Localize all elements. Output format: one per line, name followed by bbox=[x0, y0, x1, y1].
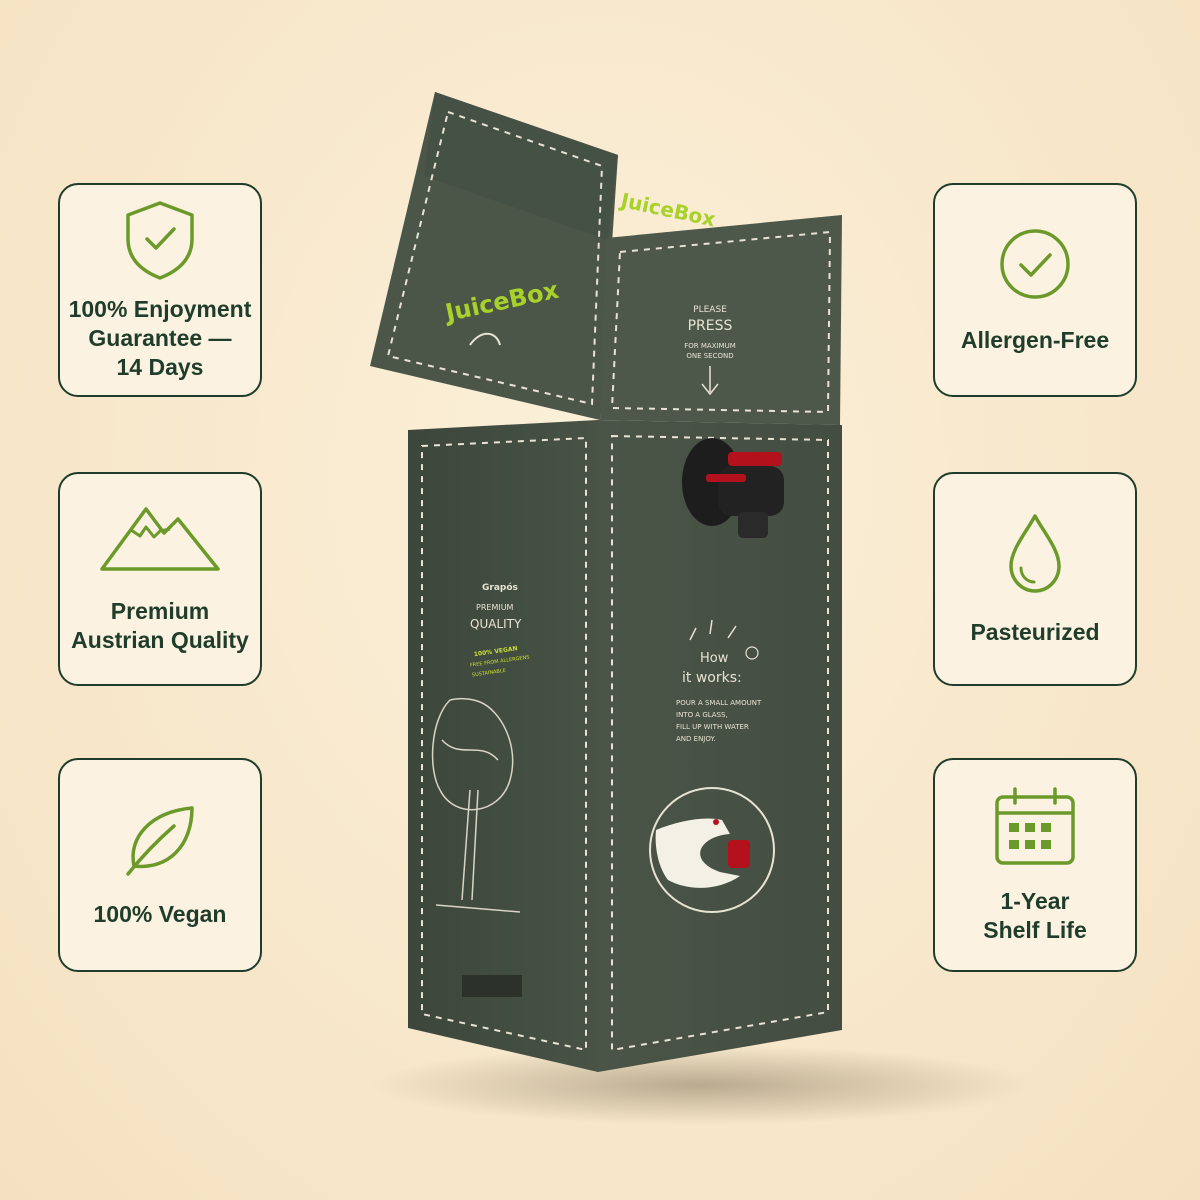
step-3: FILL UP WITH WATER bbox=[676, 723, 749, 731]
press-sub-text-2: ONE SECOND bbox=[686, 352, 733, 360]
box-tap bbox=[682, 438, 784, 538]
smiley-icon bbox=[745, 646, 759, 660]
sparkle-doodle bbox=[689, 619, 737, 641]
feature-label: Pasteurized bbox=[970, 618, 1100, 645]
quality-text: QUALITY bbox=[470, 617, 522, 631]
shield-check-icon bbox=[122, 199, 198, 281]
tree-doodle bbox=[431, 697, 521, 913]
box-upper-flap bbox=[600, 215, 842, 425]
feature-card-vegan: 100% Vegan bbox=[58, 758, 262, 972]
feature-label: Allergen-Free bbox=[960, 326, 1110, 353]
box-left-stitch bbox=[421, 436, 587, 1052]
calendar-icon bbox=[993, 785, 1077, 867]
press-sub-text-1: FOR MAXIMUM bbox=[684, 342, 736, 350]
box-front-stitch bbox=[611, 434, 829, 1052]
box-handle-slot bbox=[462, 975, 522, 997]
feature-card-shelf-life: 1-Year Shelf Life bbox=[933, 758, 1137, 972]
box-lid-panel bbox=[370, 92, 618, 420]
feature-label: Premium Austrian Quality bbox=[71, 598, 249, 653]
mountain-icon bbox=[98, 503, 222, 575]
box-lid-stitch bbox=[386, 110, 604, 406]
step-4: AND ENJOY. bbox=[676, 735, 716, 743]
premium-text: PREMIUM bbox=[476, 603, 514, 612]
maker-logo: Grapós bbox=[482, 582, 518, 593]
box-lid-top bbox=[424, 92, 618, 240]
feature-label: 100% Vegan bbox=[93, 900, 227, 927]
step-1: POUR A SMALL AMOUNT bbox=[676, 699, 762, 707]
tag-sustainable: SUSTAINABLE bbox=[472, 668, 507, 679]
leaf-icon bbox=[122, 802, 198, 878]
box-left-face bbox=[408, 420, 598, 1072]
lid-leaf-doodle bbox=[469, 332, 501, 346]
tag-vegan: 100% VEGAN bbox=[473, 645, 518, 658]
press-please-text: PLEASE bbox=[693, 305, 727, 315]
check-circle-icon bbox=[997, 226, 1073, 302]
step-2: INTO A GLASS, bbox=[676, 711, 728, 719]
feature-label: 100% Enjoyment Guarantee — 14 Days bbox=[68, 295, 252, 380]
feature-label: 1-Year Shelf Life bbox=[983, 888, 1087, 943]
how-title-2: it works: bbox=[682, 670, 742, 686]
flap-brand-logo: JuiceBox bbox=[617, 188, 718, 232]
pour-illustration bbox=[649, 787, 775, 913]
box-shadow bbox=[370, 1045, 1030, 1125]
tag-allergen: FREE FROM ALLERGENS bbox=[470, 654, 530, 668]
feature-card-allergen-free: Allergen-Free bbox=[933, 183, 1137, 397]
feature-card-pasteurized: Pasteurized bbox=[933, 472, 1137, 686]
feature-card-guarantee: 100% Enjoyment Guarantee — 14 Days bbox=[58, 183, 262, 397]
feature-card-quality: Premium Austrian Quality bbox=[58, 472, 262, 686]
box-flap-stitch bbox=[610, 230, 832, 414]
box-front-face bbox=[598, 420, 842, 1072]
press-main-text: PRESS bbox=[688, 318, 733, 334]
droplet-icon bbox=[1005, 512, 1065, 596]
press-arrow-icon bbox=[701, 366, 719, 396]
how-title-1: How bbox=[700, 651, 729, 666]
lid-brand-logo: JuiceBox bbox=[441, 276, 562, 328]
